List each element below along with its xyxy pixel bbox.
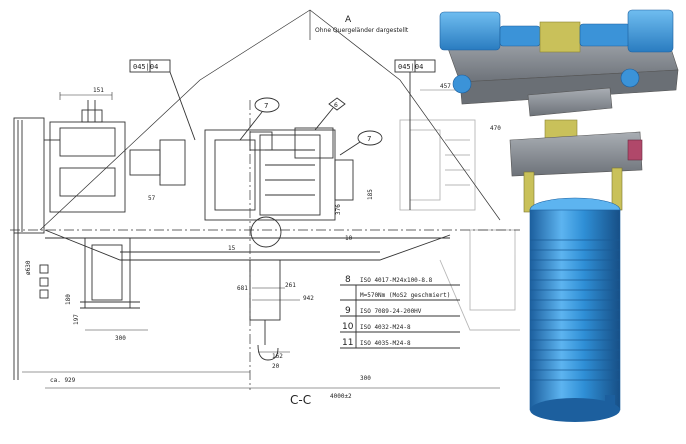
drawing-labels: A Ohne Quergeländer dargestellt 045|04 0… [25, 15, 501, 407]
dim-20: 20 [272, 363, 280, 370]
parts-spec-2: ISO 7089-24-200HV [360, 308, 422, 315]
motor-block [204, 129, 336, 221]
balloon-7b [357, 130, 383, 146]
drawing-note: Ohne Quergeländer dargestellt [315, 27, 409, 34]
parts-spec-4: ISO 4035-M24-8 [360, 340, 411, 347]
dim-929: ca. 929 [50, 377, 76, 384]
dim-151: 151 [93, 87, 104, 94]
parts-spec-0: ISO 4017-M24x100-8.8 [360, 277, 433, 284]
section-label: C-C [290, 393, 311, 407]
trolley-motor-left [439, 11, 501, 51]
dim-300a: 300 [115, 335, 126, 342]
dim-180: 180 [65, 294, 72, 305]
dim-942: 942 [303, 295, 314, 302]
left-rail-frame [13, 117, 45, 234]
dim-457: 457 [440, 83, 451, 90]
dim-197: 197 [73, 314, 80, 325]
drum-grooves [530, 239, 620, 381]
balloon-6-text: 6 [334, 102, 338, 109]
hook-block [249, 259, 281, 321]
dim-261: 261 [285, 282, 296, 289]
ghost-drawing [399, 89, 520, 331]
parts-no-4: 11 [342, 338, 353, 348]
hook-block-frame [509, 131, 643, 177]
parts-no-2: 9 [345, 306, 351, 316]
dim-15: 15 [228, 245, 236, 252]
right-tag-text: 045|04 [398, 63, 423, 71]
dim-376: 376 [335, 204, 342, 215]
parts-spec-3: ISO 4032-M24-8 [360, 324, 411, 331]
dim-681: 681 [237, 285, 248, 292]
technical-line-drawing [10, 9, 520, 390]
dim-10: 10 [345, 235, 353, 242]
trolley-motor-right [627, 9, 674, 53]
dim-185: 185 [367, 189, 374, 200]
hoist-3d-render [439, 9, 679, 422]
balloon-7a [254, 97, 280, 113]
balloon-6 [328, 97, 346, 111]
parts-no-3: 10 [342, 322, 354, 332]
gearbox-yellow [539, 21, 581, 53]
balloon-7a-text: 7 [264, 102, 268, 110]
parts-no-0: 8 [345, 275, 351, 285]
dim-57: 57 [148, 195, 156, 202]
dim-4000: 4000±2 [330, 393, 352, 400]
wheel-block [49, 121, 126, 213]
dim-630: ø630 [25, 260, 32, 275]
dim-162: 162 [272, 353, 283, 360]
dim-300b: 300 [360, 375, 371, 382]
left-tag-text: 045|04 [133, 63, 158, 71]
section-arrow-label: A [345, 15, 352, 25]
parts-spec-1: M=570Nm (MoS2 geschmiert) [360, 292, 450, 299]
dim-470: 470 [490, 125, 501, 132]
balloon-7b-text: 7 [367, 135, 371, 143]
